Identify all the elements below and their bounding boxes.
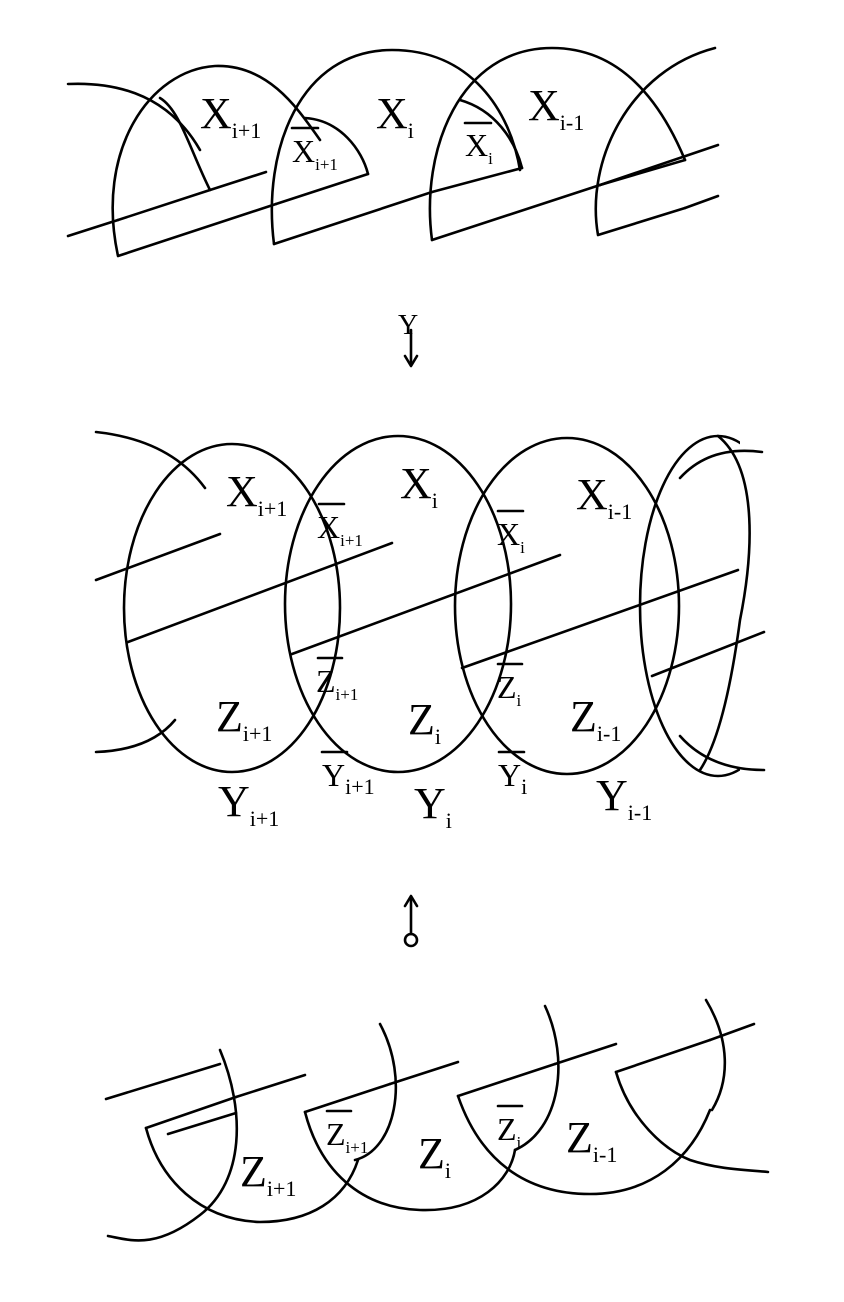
mid-label-y-i+1: Yi+1 xyxy=(218,777,279,831)
bottom-long-line xyxy=(166,1022,756,1136)
top-half-disk-4 xyxy=(594,46,717,237)
middle-right-mask xyxy=(740,420,844,800)
middle-panel xyxy=(94,420,844,800)
arrow-up-head xyxy=(403,894,419,908)
bot-label-z-i-1: Zi-1 xyxy=(566,1113,617,1167)
top-half-disk-2-flap xyxy=(272,116,434,246)
mid-label-z-i-1: Zi-1 xyxy=(570,692,621,746)
mid-label-x-i-1: Xi-1 xyxy=(576,470,632,524)
middle-line-3 xyxy=(290,553,562,656)
top-label-x-i-1: Xi-1 xyxy=(528,81,584,135)
middle-right-ellipse-edge xyxy=(698,434,751,772)
middle-line-1 xyxy=(94,532,222,582)
bottom-half-disk-3-chord xyxy=(456,1062,557,1098)
top-label-xbar-i+1: Xi+1 xyxy=(292,133,338,174)
middle-left-arc-bottom xyxy=(94,718,177,754)
bot-label-z-i: Zi xyxy=(418,1129,451,1183)
bottom-half-disk-2-chord xyxy=(303,1082,392,1114)
bot-label-zbar-i+1: Zi+1 xyxy=(326,1116,368,1157)
top-half-disk-1 xyxy=(111,64,322,258)
middle-line-5 xyxy=(650,630,766,678)
bottom-half-disk-3 xyxy=(513,1004,560,1152)
top-left-arc xyxy=(66,82,202,152)
bottom-half-disk-1-cup xyxy=(144,1126,360,1224)
mid-label-y-i-1: Yi-1 xyxy=(596,771,652,825)
arrow-up-circle xyxy=(403,932,419,948)
mid-label-zbar-i: Zi xyxy=(497,669,522,710)
arrow-down: Y xyxy=(398,310,419,368)
bottom-half-disk-4 xyxy=(704,998,727,1112)
mid-label-x-i: Xi xyxy=(400,459,438,513)
mid-label-ybar-i+1: Yi+1 xyxy=(322,757,375,799)
bot-label-zbar-i: Zi xyxy=(497,1111,522,1152)
mid-label-zbar-i+1: Zi+1 xyxy=(316,663,358,704)
top-panel xyxy=(66,46,720,258)
bot-label-z-i+1: Zi+1 xyxy=(240,1147,296,1201)
middle-ellipse-3 xyxy=(453,436,681,776)
middle-ellipse-1 xyxy=(122,442,342,774)
bottom-half-disk-2-cup xyxy=(303,1110,517,1212)
top-half-disk-1-flap xyxy=(116,96,212,222)
bottom-half-disk-4-chord xyxy=(614,1038,712,1074)
middle-line-4 xyxy=(460,568,740,670)
middle-right-arc-bottom xyxy=(678,734,766,772)
top-half-disk-2 xyxy=(270,48,522,246)
mid-label-xbar-i+1: Xi+1 xyxy=(317,509,363,550)
bottom-panel xyxy=(104,998,770,1242)
bottom-half-disk-1 xyxy=(106,1048,239,1242)
arrow-down-label: Y xyxy=(398,310,418,341)
top-half-disk-3-flap xyxy=(430,98,602,242)
bottom-line-1 xyxy=(104,1062,222,1101)
bottom-half-disk-4-cup xyxy=(614,1070,770,1174)
mid-label-x-i+1: Xi+1 xyxy=(226,467,287,521)
mid-label-xbar-i: Xi xyxy=(497,516,525,557)
top-half-disk-3 xyxy=(428,46,687,242)
top-label-xbar-i: Xi xyxy=(465,127,493,168)
bottom-half-disk-1-chord xyxy=(144,1095,238,1130)
mid-label-z-i: Zi xyxy=(408,695,441,749)
bottom-labels: Zi+1 Zi Zi+1 Zi Zi-1 xyxy=(240,1104,617,1201)
top-diagonal-line xyxy=(66,143,720,238)
top-label-x-i: Xi xyxy=(376,89,414,143)
top-labels: Xi+1 Xi+1 Xi Xi Xi-1 xyxy=(200,81,584,174)
middle-ellipse-2 xyxy=(283,434,513,774)
arrow-up xyxy=(403,894,419,948)
bottom-half-disk-3-cup xyxy=(456,1094,712,1196)
middle-right-arc-top xyxy=(678,449,764,480)
mid-label-y-i: Yi xyxy=(414,779,452,833)
arrow-down-head xyxy=(403,354,419,368)
mid-label-ybar-i: Yi xyxy=(498,757,527,799)
top-label-x-i+1: Xi+1 xyxy=(200,89,261,143)
middle-left-arc-top xyxy=(94,430,207,490)
middle-line-2 xyxy=(126,541,394,644)
bottom-half-disk-2 xyxy=(353,1022,398,1162)
mid-label-z-i+1: Zi+1 xyxy=(216,692,272,746)
middle-labels: Xi+1 Xi+1 Xi Xi Xi-1 Zi+1 Zi Zi+1 Zi Zi-… xyxy=(216,459,652,833)
